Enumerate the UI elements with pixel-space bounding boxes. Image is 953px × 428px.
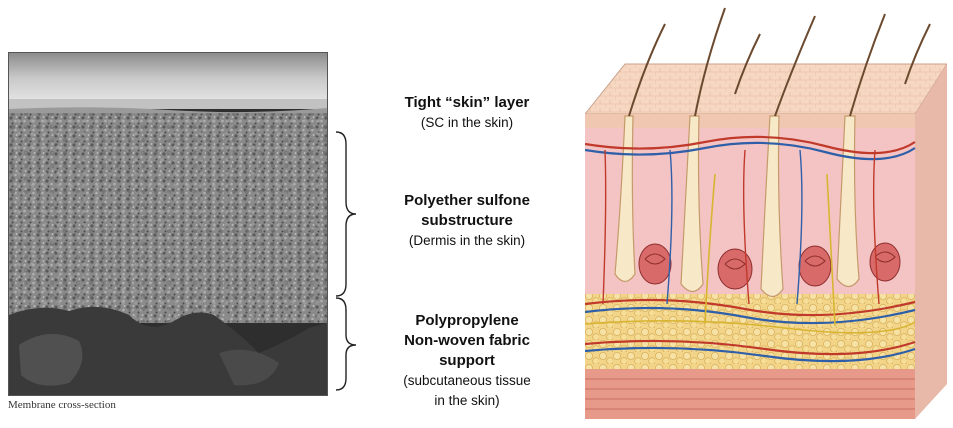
fabric-title-3: support — [362, 351, 572, 371]
skin-layer-title: Tight “skin” layer — [362, 93, 572, 113]
substructure-sub: (Dermis in the skin) — [362, 231, 572, 251]
skin-cross-section-illustration — [585, 4, 947, 424]
substructure-title-1: Polyether sulfone — [362, 191, 572, 211]
fabric-sub-1: (subcutaneous tissue — [362, 371, 572, 391]
skin-layer-sub: (SC in the skin) — [362, 113, 572, 133]
skin-layer-label: Tight “skin” layer (SC in the skin) — [362, 93, 572, 133]
layer-braces — [334, 130, 360, 392]
fabric-title-1: Polypropylene — [362, 311, 572, 331]
substructure-title-2: substructure — [362, 211, 572, 231]
fabric-brace — [336, 298, 356, 390]
fabric-label: Polypropylene Non-woven fabric support (… — [362, 311, 572, 411]
membrane-sem-image — [8, 52, 328, 396]
substructure-label: Polyether sulfone substructure (Dermis i… — [362, 191, 572, 251]
fabric-sub-2: in the skin) — [362, 391, 572, 411]
fabric-title-2: Non-woven fabric — [362, 331, 572, 351]
sem-caption: Membrane cross-section — [8, 399, 116, 411]
substructure-brace — [336, 132, 356, 296]
